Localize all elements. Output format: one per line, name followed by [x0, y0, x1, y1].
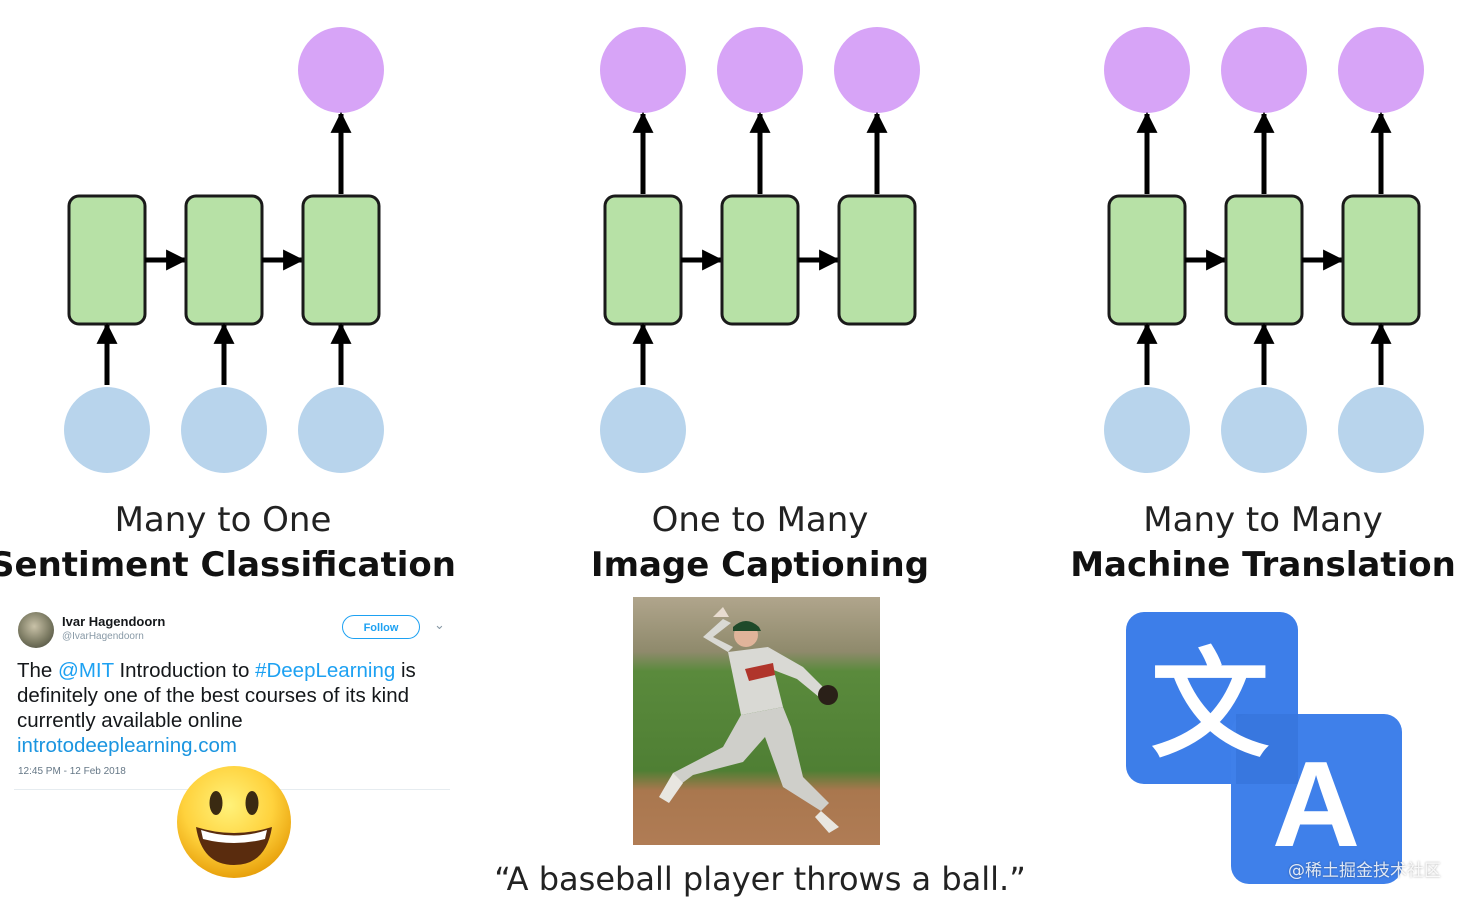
output-node	[600, 27, 686, 113]
panel-1-title: Sentiment Classification	[0, 545, 456, 585]
hidden-cell	[1341, 194, 1421, 326]
output-node	[1221, 27, 1307, 113]
panel-1-subtitle: Many to One	[114, 500, 332, 540]
hidden-cell	[184, 194, 264, 326]
hashtag-link[interactable]: #DeepLearning	[255, 659, 396, 682]
tweet-text: The @MIT Introduction to #DeepLearning i…	[17, 658, 449, 758]
image-caption: “A baseball player throws a ball.”	[494, 860, 1026, 898]
input-node	[600, 387, 686, 473]
chevron-down-icon[interactable]: ⌄	[434, 617, 445, 632]
input-node	[1104, 387, 1190, 473]
smiling-face-icon	[177, 766, 291, 878]
watermark-text: @稀土掘金技术社区	[1288, 861, 1441, 881]
follow-button[interactable]: Follow	[342, 615, 420, 639]
tweet-text-part: Introduction to	[113, 659, 256, 682]
panel-2-title: Image Captioning	[590, 545, 930, 585]
input-node	[1221, 387, 1307, 473]
panel-3-subtitle: Many to Many	[1143, 500, 1383, 540]
hidden-cell	[1224, 194, 1304, 326]
input-node	[181, 387, 267, 473]
output-node	[834, 27, 920, 113]
hidden-cell	[67, 194, 147, 326]
tweet-author-handle[interactable]: @IvarHagendoorn	[62, 631, 144, 642]
input-node	[1338, 387, 1424, 473]
output-node	[1104, 27, 1190, 113]
panel-3-title: Machine Translation	[1070, 545, 1456, 585]
hidden-cell	[603, 194, 683, 326]
translate-glyph-a: A	[1272, 736, 1360, 872]
mention-link[interactable]: @MIT	[58, 659, 114, 682]
translate-icon: 文 A	[1126, 612, 1402, 884]
translate-glyph-wen: 文	[1151, 636, 1269, 774]
avatar[interactable]	[18, 612, 54, 648]
rnn-architectures-diagram	[64, 27, 1424, 473]
output-node	[298, 27, 384, 113]
input-node	[64, 387, 150, 473]
baseball-player-photo	[633, 597, 880, 845]
tweet-author-name[interactable]: Ivar Hagendoorn	[62, 614, 166, 629]
hidden-cell	[301, 194, 381, 326]
tweet-timestamp[interactable]: 12:45 PM - 12 Feb 2018	[18, 766, 126, 777]
input-node	[298, 387, 384, 473]
tweet-text-part: The	[17, 659, 59, 682]
tweet-text-part: is definitely one of the best courses of…	[17, 659, 416, 732]
tweet-url-link[interactable]: introtodeeplearning.com	[17, 734, 237, 757]
output-node	[1338, 27, 1424, 113]
hidden-cell	[1107, 194, 1187, 326]
hidden-cell	[837, 194, 917, 326]
hidden-cell	[720, 194, 800, 326]
output-node	[717, 27, 803, 113]
panel-2-subtitle: One to Many	[651, 500, 869, 540]
